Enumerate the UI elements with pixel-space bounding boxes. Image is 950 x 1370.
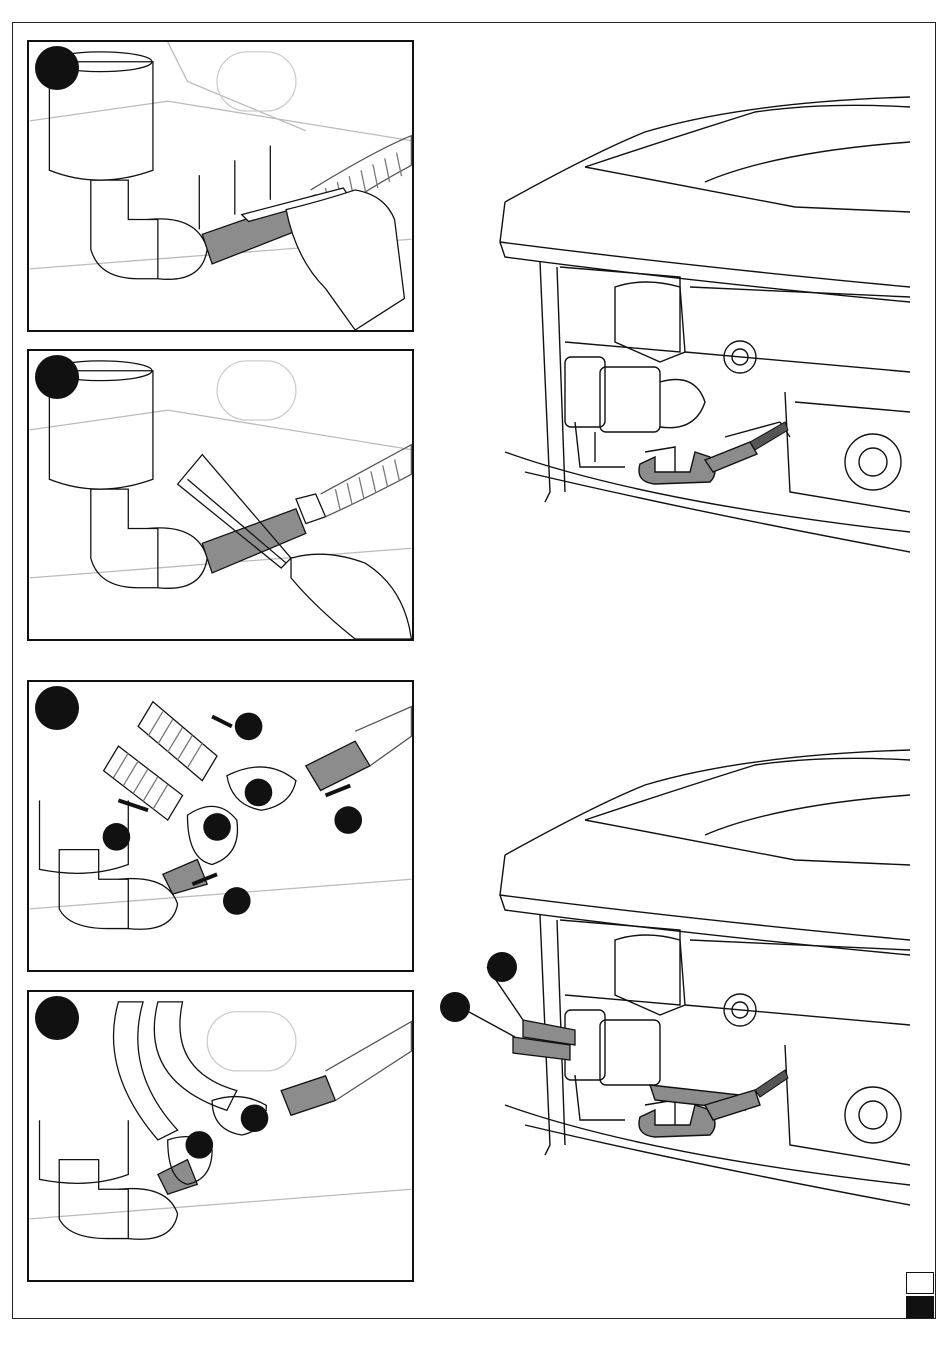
page-tab-white bbox=[906, 1272, 934, 1294]
hacksaw-cutting-illustration bbox=[29, 351, 412, 639]
step-marker-1 bbox=[35, 46, 79, 90]
step-panel-1 bbox=[27, 40, 414, 332]
spa-bottom-drawing bbox=[435, 745, 910, 1215]
hose-connected-illustration bbox=[29, 992, 412, 1280]
step-panel-2 bbox=[27, 349, 414, 641]
knife-cutting-illustration bbox=[29, 42, 412, 330]
step-panel-3 bbox=[27, 680, 414, 972]
hose-connection-illustration bbox=[29, 682, 412, 970]
step-marker-3 bbox=[35, 686, 79, 730]
page-tab-black bbox=[906, 1296, 934, 1318]
spa-top-illustration bbox=[495, 92, 910, 562]
step-panel-4 bbox=[27, 990, 414, 1282]
step-marker-4 bbox=[35, 996, 79, 1040]
step-marker-2 bbox=[35, 355, 79, 399]
spa-top-drawing bbox=[495, 92, 910, 562]
spa-bottom-illustration bbox=[435, 745, 910, 1215]
